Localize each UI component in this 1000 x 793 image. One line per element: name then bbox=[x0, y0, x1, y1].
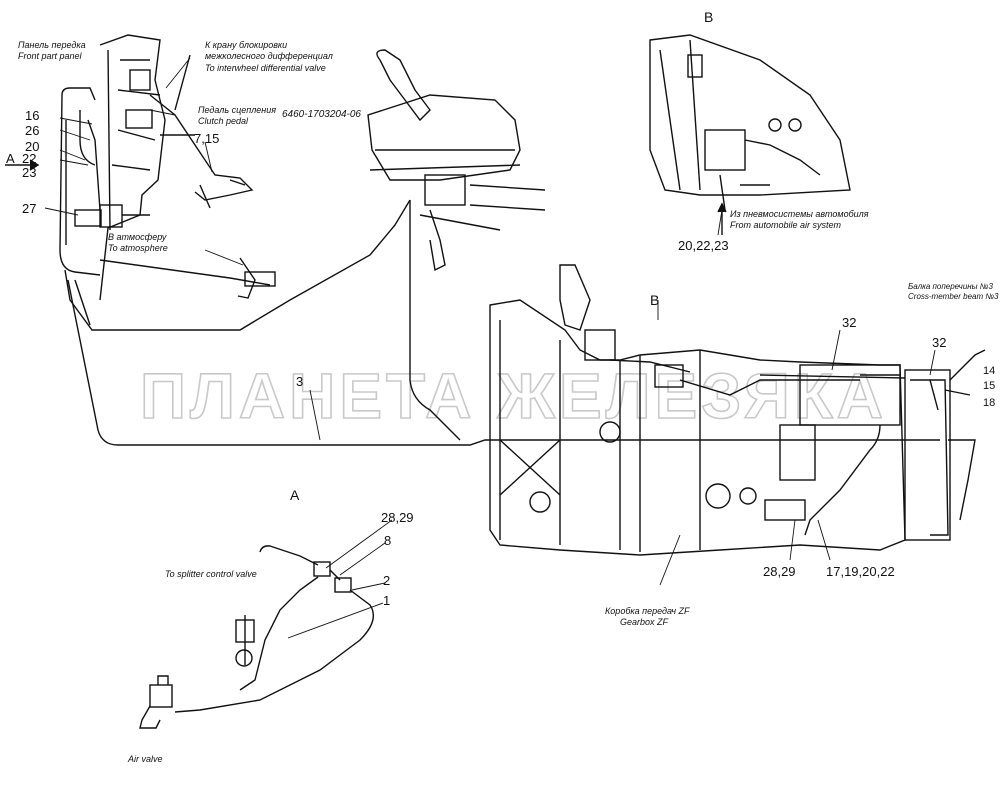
diff-valve-ru-2: межколесного дифференциал bbox=[205, 51, 333, 61]
cross-beam-en: Cross-member beam №3 bbox=[908, 292, 999, 301]
cross-beam-ru: Балка поперечины №3 bbox=[908, 282, 993, 291]
diff-valve-ru-1: К крану блокировки bbox=[205, 40, 287, 50]
view-a-title: А bbox=[290, 487, 300, 503]
callout-32-right: 32 bbox=[932, 335, 946, 350]
leader-lines bbox=[44, 57, 936, 639]
view-b-detail bbox=[649, 34, 851, 211]
atmosphere-ru: В атмосферу bbox=[108, 232, 167, 242]
callout-23: 23 bbox=[22, 165, 36, 180]
clutch-pedal-en: Clutch pedal bbox=[198, 116, 249, 126]
air-valve-label: Air valve bbox=[127, 754, 163, 764]
callout-15: 15 bbox=[983, 380, 995, 392]
callout-1: 1 bbox=[383, 593, 390, 608]
air-system-en: From automobile air system bbox=[730, 220, 842, 230]
callout-14: 14 bbox=[983, 365, 995, 377]
view-a-detail bbox=[139, 545, 374, 729]
callout-26: 26 bbox=[25, 123, 39, 138]
watermark: ПЛАНЕТА ЖЕЛЕЗЯКА bbox=[140, 360, 887, 432]
front-panel-assembly bbox=[99, 34, 254, 301]
gearbox-en: Gearbox ZF bbox=[620, 617, 669, 627]
air-system-ru: Из пневмосистемы автомобиля bbox=[730, 209, 869, 219]
callout-3: 3 bbox=[296, 374, 303, 389]
view-b-title: В bbox=[704, 9, 713, 25]
view-arrows bbox=[5, 159, 727, 235]
callout-27: 27 bbox=[22, 201, 36, 216]
gearbox-ru: Коробка передач ZF bbox=[605, 606, 690, 616]
front-panel-ru: Панель передка bbox=[18, 40, 86, 50]
splitter-label: To splitter control valve bbox=[165, 569, 257, 579]
callout-32-left: 32 bbox=[842, 315, 856, 330]
line-art bbox=[5, 34, 986, 729]
tube-3 bbox=[67, 200, 940, 446]
callout-18: 18 bbox=[983, 397, 995, 409]
gearbox-assembly bbox=[489, 264, 986, 556]
clutch-pedal-ru: Педаль сцепления bbox=[198, 105, 276, 115]
callout-2: 2 bbox=[383, 573, 390, 588]
callout-20: 20 bbox=[25, 139, 39, 154]
view-a-arrow-label: А bbox=[6, 151, 15, 166]
callout-7-15: 7,15 bbox=[194, 131, 219, 146]
annotation-labels: В В А А Панель передка Front part panel … bbox=[6, 9, 999, 764]
front-panel-en: Front part panel bbox=[18, 51, 83, 61]
callout-20-22-23: 20,22,23 bbox=[678, 238, 729, 253]
gear-shifter bbox=[367, 49, 546, 272]
view-b-arrow-label: В bbox=[650, 292, 659, 308]
callout-28-29-detail: 28,29 bbox=[381, 510, 414, 525]
callout-16: 16 bbox=[25, 108, 39, 123]
callout-17-19-20-22: 17,19,20,22 bbox=[826, 564, 895, 579]
callout-22: 22 bbox=[22, 151, 36, 166]
atmosphere-en: To atmosphere bbox=[108, 243, 168, 253]
diff-valve-en: To interwheel differential valve bbox=[205, 63, 326, 73]
callout-8: 8 bbox=[384, 533, 391, 548]
part-number: 6460-1703204-06 bbox=[282, 109, 361, 120]
callout-28-29-gearbox: 28,29 bbox=[763, 564, 796, 579]
